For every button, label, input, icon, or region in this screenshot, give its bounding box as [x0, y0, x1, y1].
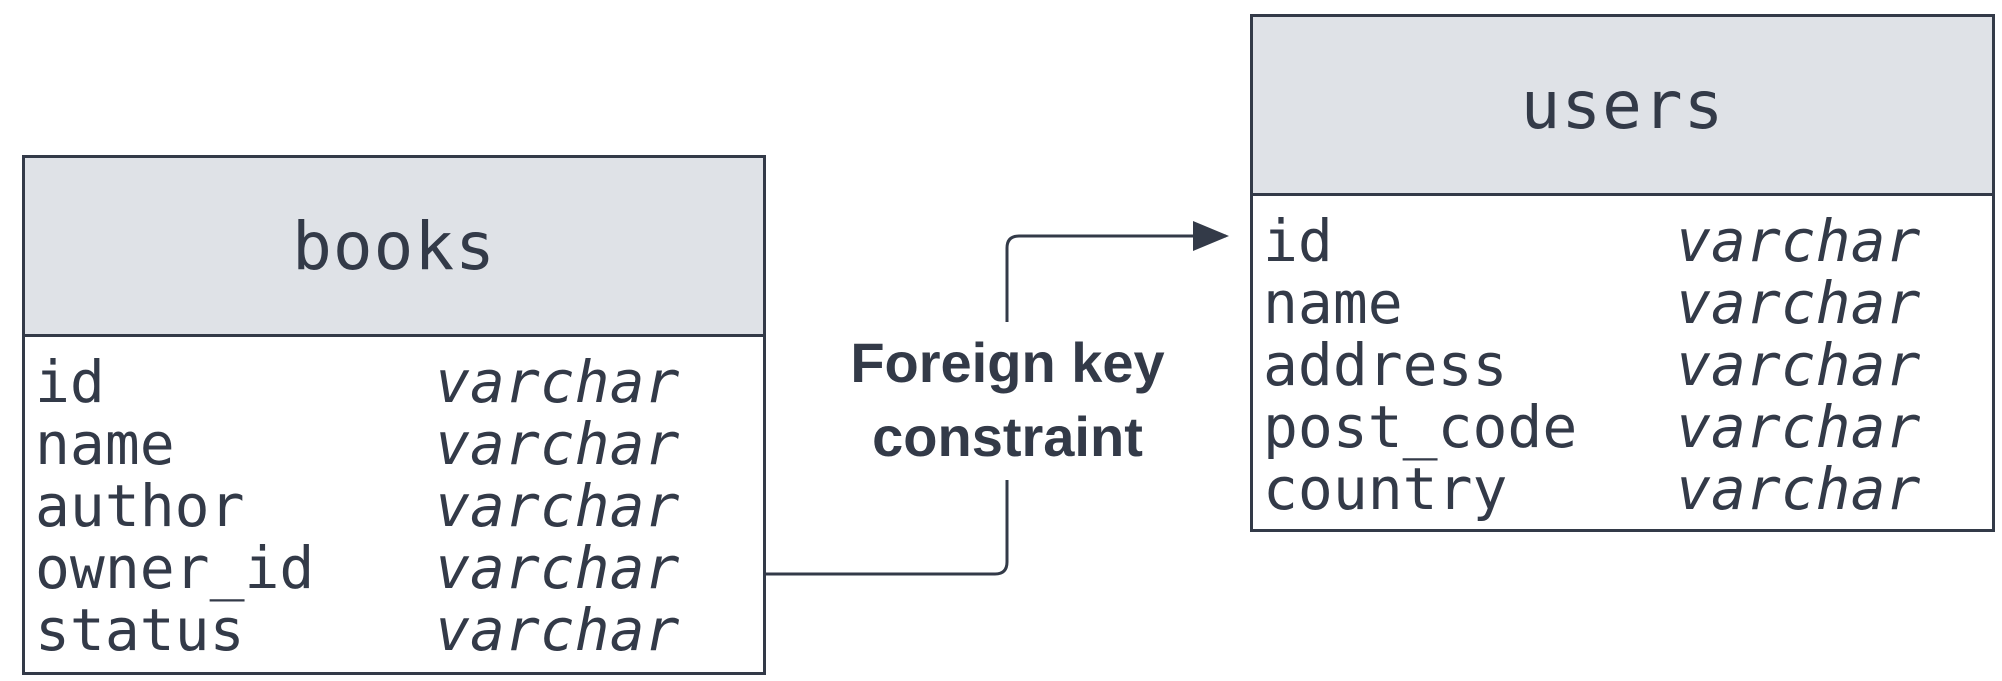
- field-name: owner_id: [35, 534, 315, 602]
- users-table-title: users: [1253, 17, 1992, 196]
- foreign-key-label-line2: constraint: [872, 405, 1143, 468]
- users-field-row[interactable]: name varchar: [1263, 272, 1992, 334]
- field-name: name: [1263, 269, 1403, 337]
- books-field-row[interactable]: name varchar: [35, 413, 763, 475]
- books-field-row[interactable]: id varchar: [35, 351, 763, 413]
- books-field-list: id varchar name varchar author varchar o…: [25, 337, 763, 661]
- users-table[interactable]: users id varchar name varchar address va…: [1250, 14, 1995, 532]
- field-name: status: [35, 596, 245, 664]
- foreign-key-label: Foreign key constraint: [790, 322, 1225, 480]
- users-field-row[interactable]: post_code varchar: [1263, 396, 1992, 458]
- field-name: author: [35, 472, 245, 540]
- field-type: varchar: [1676, 455, 1921, 523]
- field-name: id: [35, 348, 105, 416]
- books-field-row[interactable]: author varchar: [35, 475, 763, 537]
- field-type: varchar: [435, 348, 680, 416]
- field-name: name: [35, 410, 175, 478]
- field-type: varchar: [1676, 331, 1921, 399]
- field-type: varchar: [1676, 207, 1921, 275]
- users-field-row[interactable]: country varchar: [1263, 458, 1992, 520]
- field-type: varchar: [1676, 269, 1921, 337]
- users-field-list: id varchar name varchar address varchar …: [1253, 196, 1992, 520]
- field-type: varchar: [435, 596, 680, 664]
- users-field-row[interactable]: address varchar: [1263, 334, 1992, 396]
- field-name: address: [1263, 331, 1508, 399]
- foreign-key-label-line1: Foreign key: [850, 331, 1165, 394]
- users-field-row[interactable]: id varchar: [1263, 210, 1992, 272]
- field-type: varchar: [435, 410, 680, 478]
- field-type: varchar: [1676, 393, 1921, 461]
- field-type: varchar: [435, 472, 680, 540]
- field-type: varchar: [435, 534, 680, 602]
- field-name: country: [1263, 455, 1508, 523]
- books-table-title: books: [25, 158, 763, 337]
- books-field-row[interactable]: status varchar: [35, 599, 763, 661]
- books-field-row[interactable]: owner_id varchar: [35, 537, 763, 599]
- field-name: id: [1263, 207, 1333, 275]
- books-table[interactable]: books id varchar name varchar author var…: [22, 155, 766, 675]
- field-name: post_code: [1263, 393, 1578, 461]
